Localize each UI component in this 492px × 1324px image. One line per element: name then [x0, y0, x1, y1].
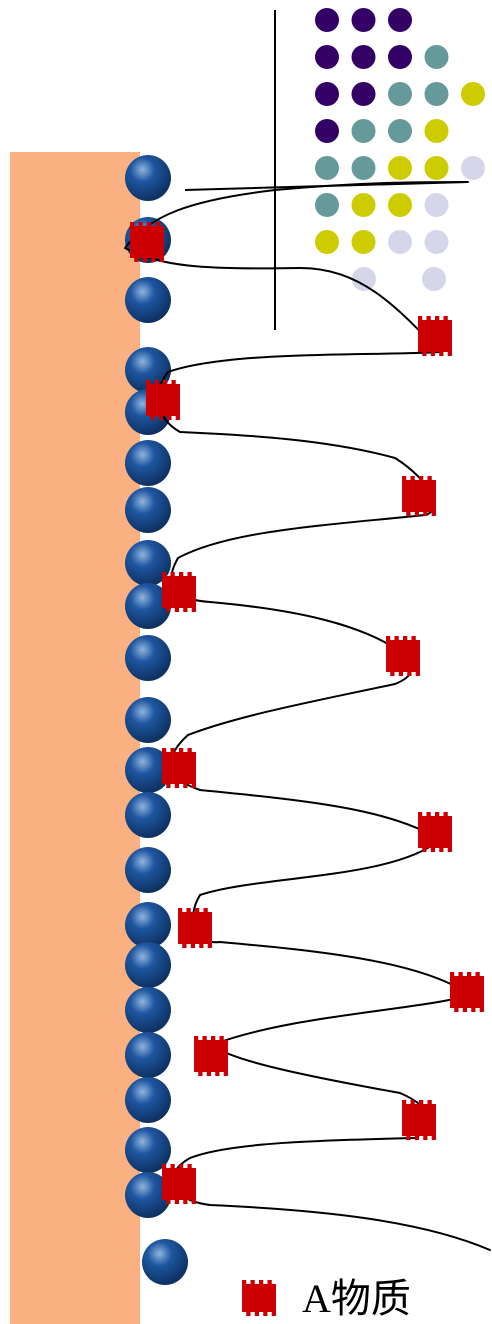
- dot-yellow: [388, 156, 412, 180]
- notched-square-icon: [386, 636, 420, 676]
- legend-label: A物质: [302, 1276, 411, 1321]
- legend: A物质: [242, 1276, 411, 1321]
- sphere-icon: [125, 987, 171, 1033]
- dot-purple: [315, 82, 339, 106]
- dot-yellow: [425, 119, 449, 143]
- dot-yellow: [315, 230, 339, 254]
- notched-square-icon: [178, 908, 212, 948]
- dot-yellow: [352, 230, 376, 254]
- dot-purple: [388, 8, 412, 32]
- notched-square-icon: [418, 812, 452, 852]
- dot-purple: [352, 8, 376, 32]
- dot-lavender: [425, 230, 449, 254]
- sphere-icon: [125, 487, 171, 533]
- sphere-icon: [125, 792, 171, 838]
- notched-square-icon: [146, 380, 180, 420]
- notched-square-icon: [162, 1164, 196, 1204]
- sphere-icon: [125, 635, 171, 681]
- dot-purple: [315, 119, 339, 143]
- dot-lavender: [352, 267, 376, 291]
- dot-purple: [315, 8, 339, 32]
- dot-lavender: [425, 193, 449, 217]
- sphere-icon: [125, 697, 171, 743]
- sphere-icon: [125, 942, 171, 988]
- dot-lavender: [422, 267, 446, 291]
- dot-teal: [425, 82, 449, 106]
- dot-yellow: [352, 193, 376, 217]
- legend-marker: [242, 1280, 276, 1316]
- dot-purple: [388, 45, 412, 69]
- dot-teal: [352, 119, 376, 143]
- notched-square-icon: [450, 972, 484, 1012]
- dot-lavender: [388, 230, 412, 254]
- notched-square-icon: [162, 748, 196, 788]
- sphere-icon: [125, 155, 171, 201]
- dot-grid: [315, 8, 485, 291]
- marker-group: [130, 222, 484, 1204]
- dot-yellow: [461, 82, 485, 106]
- notched-square-icon: [402, 1100, 436, 1140]
- notched-square-icon: [162, 572, 196, 612]
- dot-lavender: [461, 156, 485, 180]
- sphere-icon: [125, 902, 171, 948]
- dot-teal: [425, 45, 449, 69]
- notched-square-icon: [130, 222, 164, 262]
- dot-yellow: [388, 193, 412, 217]
- dot-purple: [352, 45, 376, 69]
- sphere-icon: [125, 440, 171, 486]
- dot-purple: [352, 82, 376, 106]
- notched-square-icon: [418, 316, 452, 356]
- dot-teal: [315, 193, 339, 217]
- notched-square-icon: [242, 1280, 276, 1316]
- dot-teal: [315, 156, 339, 180]
- dot-teal: [352, 156, 376, 180]
- dot-teal: [388, 119, 412, 143]
- sphere-icon: [125, 277, 171, 323]
- notched-square-icon: [402, 476, 436, 516]
- dot-yellow: [425, 156, 449, 180]
- sphere-icon: [125, 1077, 171, 1123]
- dot-teal: [388, 82, 412, 106]
- cell-body: [10, 152, 140, 1324]
- dot-purple: [315, 45, 339, 69]
- sphere-icon: [125, 1032, 171, 1078]
- sphere-icon: [142, 1239, 188, 1285]
- sphere-icon: [125, 847, 171, 893]
- notched-square-icon: [194, 1036, 228, 1076]
